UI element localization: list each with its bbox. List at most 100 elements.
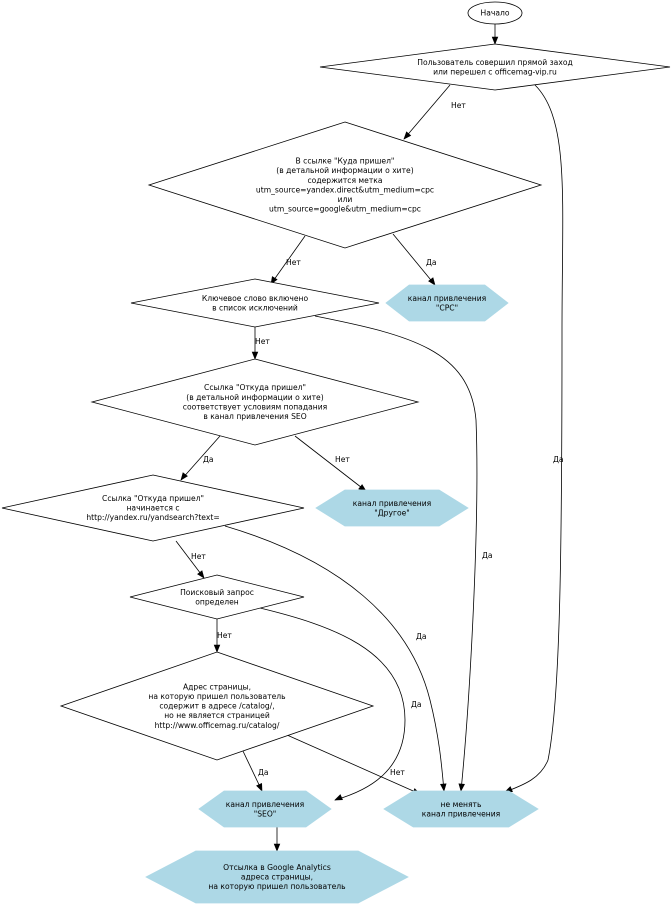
result-hexagon <box>315 489 469 527</box>
node-text: адреса страницы, <box>241 873 313 882</box>
edge-keyword-nochange: Да <box>314 315 493 792</box>
edge-utm-cpc: Да <box>392 233 437 286</box>
arrow-head-icon <box>440 783 447 792</box>
edge-label: Да <box>426 258 437 267</box>
node-text: на которую пришел пользователь <box>208 882 346 891</box>
node-text: Ссылка "Откуда пришел" <box>204 383 306 392</box>
arrow-head-icon <box>251 351 259 360</box>
node-text: определен <box>195 597 239 606</box>
edge-query-catalog: Нет <box>213 619 232 653</box>
node-text: канал привлечения <box>353 499 431 508</box>
node-seo: канал привлечения"SEO" <box>198 790 332 828</box>
edge-line <box>392 233 436 286</box>
edge-label: Да <box>553 455 564 464</box>
arrow-head-icon <box>213 644 221 653</box>
node-utm: В ссылке "Куда пришел"(в детальной инфор… <box>147 121 543 249</box>
node-text: utm_source=google&utm_medium=cpc <box>269 205 421 214</box>
node-text: Адрес страницы, <box>183 682 251 691</box>
decision-diamond <box>1 474 305 542</box>
node-text: http://www.officemag.ru/catalog/ <box>155 721 280 730</box>
arrow-head-icon <box>256 783 263 792</box>
edge-label: Нет <box>451 101 466 110</box>
node-text: в список исключений <box>212 303 298 312</box>
edge-seocond-other: Нет <box>294 435 367 492</box>
edge-label: Нет <box>191 552 206 561</box>
decision-diamond <box>130 278 380 328</box>
decision-diamond <box>129 574 305 620</box>
node-text: (в детальной информации о хите) <box>276 166 413 175</box>
arrow-head-icon <box>403 131 412 140</box>
node-text: (в детальной информации о хите) <box>186 393 323 402</box>
result-hexagon <box>145 850 409 904</box>
node-text: не менять <box>441 800 482 809</box>
edge-yandex-query: Нет <box>175 540 206 579</box>
edge-label: Да <box>482 551 493 560</box>
node-start: Начало <box>467 1 523 25</box>
edge-label: Нет <box>335 455 350 464</box>
node-seo-cond: Ссылка "Откуда пришел"(в детальной инфор… <box>90 358 420 446</box>
arrow-head-icon <box>491 36 499 45</box>
node-text: содержится метка <box>308 176 383 185</box>
arrow-head-icon <box>458 783 465 792</box>
node-text: utm_source=yandex.direct&utm_medium=cpc <box>256 185 434 194</box>
arrow-head-icon <box>428 277 436 286</box>
edge-query-seo: Да <box>259 607 422 801</box>
arrow-head-icon <box>180 472 188 481</box>
edge-line <box>294 435 367 492</box>
result-hexagon <box>385 284 509 322</box>
edge-label: Нет <box>255 337 270 346</box>
edge-label: Нет <box>286 258 301 267</box>
node-text: или перешел с officemag-vip.ru <box>433 67 557 76</box>
edge-label: Да <box>411 700 422 709</box>
edge-label: Нет <box>390 768 405 777</box>
node-text: на которую пришел пользователь <box>148 692 286 701</box>
node-text: http://yandex.ru/yandsearch?text= <box>86 513 219 522</box>
edge-line <box>241 748 263 792</box>
node-text: канал привлечения <box>408 294 486 303</box>
node-text: соответствует условиям попадания <box>183 402 327 411</box>
node-text: Ссылка "Откуда пришел" <box>102 494 204 503</box>
edge-line <box>259 607 406 801</box>
node-catalog: Адрес страницы,на которую пришел пользов… <box>59 651 375 761</box>
node-yandex: Ссылка "Откуда пришел"начинается сhttp:/… <box>1 474 305 542</box>
node-text: Начало <box>480 9 509 18</box>
edge-seo-ga <box>273 827 281 852</box>
decision-diamond <box>90 358 420 446</box>
node-text: В ссылке "Куда пришел" <box>296 157 395 166</box>
edge-label: Да <box>203 455 214 464</box>
edge-seocond-yandex: Да <box>180 435 221 481</box>
node-text: или <box>338 195 353 204</box>
node-text: "SEO" <box>254 809 277 818</box>
edge-line <box>286 734 421 795</box>
node-cpc: канал привлечения"CPC" <box>385 284 509 322</box>
edge-line <box>270 235 306 285</box>
node-text: канал привлечения <box>422 809 500 818</box>
edge-line <box>314 315 478 792</box>
edge-label: Да <box>416 632 427 641</box>
edge-yandex-nochange: Да <box>224 525 447 792</box>
edge-utm-keyword: Нет <box>270 235 306 285</box>
arrow-head-icon <box>273 843 281 852</box>
start-ellipse <box>467 1 523 25</box>
edge-catalog-nochange: Нет <box>286 734 421 795</box>
node-text: начинается с <box>126 504 179 513</box>
arrow-head-icon <box>334 794 343 801</box>
node-text: канал привлечения <box>226 800 304 809</box>
node-text: "CPC" <box>436 303 458 312</box>
edge-keyword-seocond: Нет <box>251 327 270 360</box>
decision-diamond <box>147 121 543 249</box>
edge-catalog-seo: Да <box>241 748 269 792</box>
edge-start-direct <box>491 24 499 45</box>
node-text: "Другое" <box>374 508 410 517</box>
result-hexagon <box>198 790 332 828</box>
node-text: Отсылка в Google Analytics <box>223 863 331 872</box>
node-other: канал привлечения"Другое" <box>315 489 469 527</box>
node-text: Поисковый запрос <box>180 588 254 597</box>
